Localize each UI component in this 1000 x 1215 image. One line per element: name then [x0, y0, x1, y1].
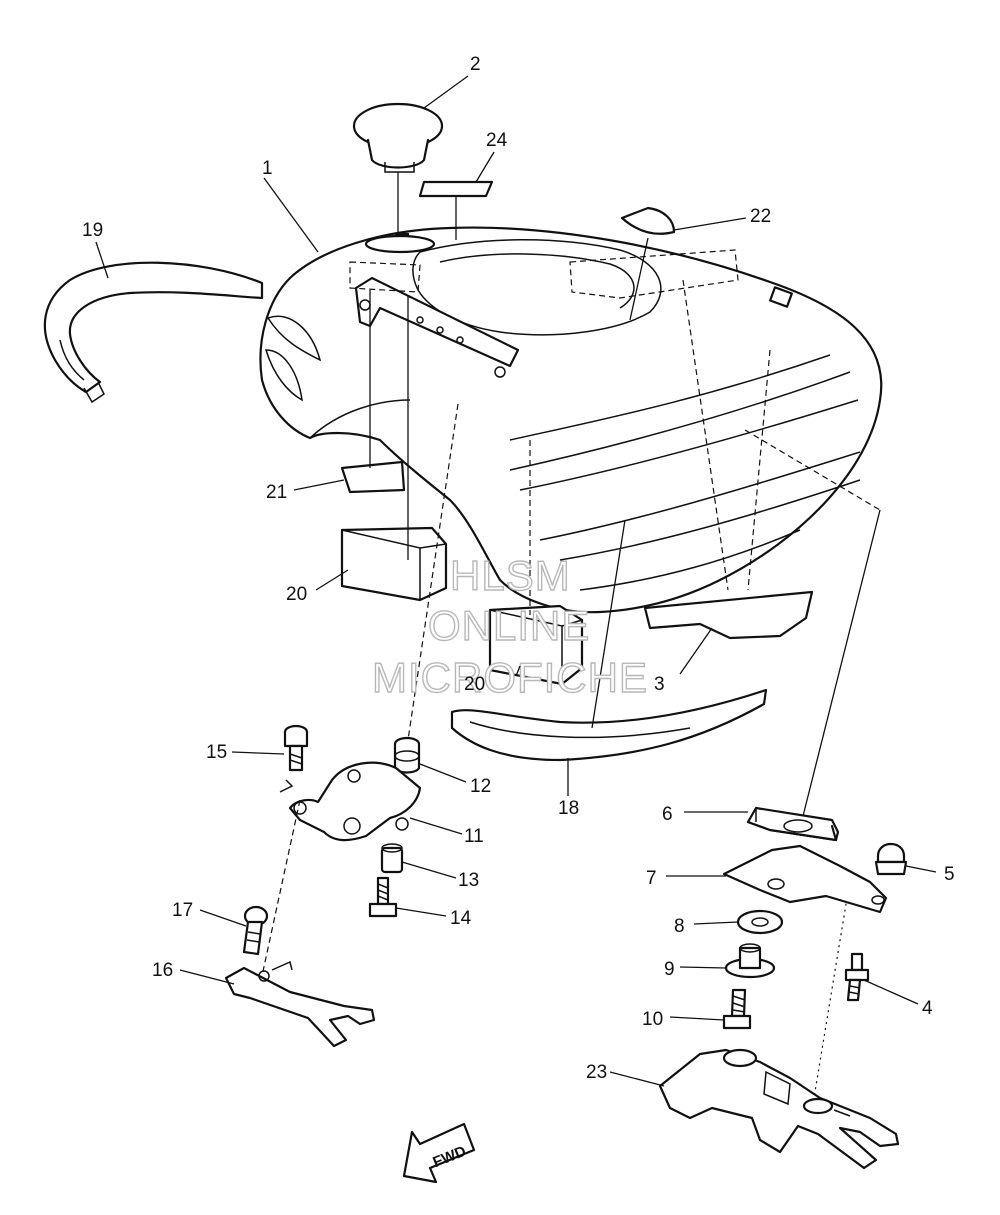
cap-nut-part	[874, 842, 908, 876]
stud-bolt-part	[844, 952, 870, 1002]
forward-direction-arrow: FWD	[402, 1122, 476, 1184]
callout-24: 24	[486, 130, 508, 151]
pad-part-lower	[488, 604, 584, 686]
watermark-line-3: MICROFICHE	[372, 654, 648, 701]
callout-15: 15	[206, 742, 227, 763]
callout-14: 14	[450, 908, 472, 929]
callout-22: 22	[750, 206, 771, 227]
bracket-part-11	[288, 761, 422, 842]
small-label-part	[340, 460, 406, 494]
callout-21: 21	[266, 482, 287, 503]
callout-9: 9	[664, 959, 675, 980]
bolt-part-17	[242, 905, 269, 956]
callout-20-upper: 20	[286, 584, 307, 605]
callout-6: 6	[662, 804, 673, 825]
bracket-part-16	[224, 799, 376, 1048]
washer-part	[736, 909, 784, 935]
callout-5: 5	[944, 864, 955, 885]
callout-18: 18	[558, 798, 579, 819]
lower-trim-part	[450, 688, 768, 762]
watermark: HLSM ONLINE MICROFICHE	[371, 551, 648, 701]
flanged-collar-part	[724, 943, 776, 979]
damper-part	[746, 806, 840, 842]
callout-4: 4	[922, 998, 933, 1019]
callout-23: 23	[586, 1062, 607, 1083]
callout-19: 19	[82, 220, 103, 241]
bolt-part-10	[722, 988, 752, 1030]
callout-7: 7	[646, 868, 657, 889]
pad-part-upper	[340, 526, 448, 602]
callout-17: 17	[172, 900, 193, 921]
collar-part	[380, 843, 404, 874]
callout-20-lower: 20	[464, 674, 485, 695]
callout-1: 1	[262, 158, 273, 179]
bracket-part-7	[722, 844, 888, 914]
side-label-part	[643, 590, 814, 640]
callout-8: 8	[674, 916, 685, 937]
bolt-part-15	[279, 724, 309, 793]
callout-3: 3	[654, 674, 665, 695]
base-bracket-part	[658, 1048, 900, 1170]
grommet-part	[393, 736, 421, 774]
callout-2: 2	[470, 54, 481, 75]
fuel-tank-part	[259, 226, 883, 614]
callout-11: 11	[464, 826, 484, 847]
trim-strip-part	[43, 261, 264, 404]
emblem-label-part	[620, 206, 676, 235]
callout-12: 12	[470, 776, 491, 797]
callout-13: 13	[458, 870, 479, 891]
bolt-part-14	[368, 876, 398, 918]
fuel-cap-part	[352, 102, 444, 236]
watermark-line-1: HLSM	[450, 552, 571, 599]
label-part-24	[418, 180, 494, 198]
callout-16: 16	[152, 960, 173, 981]
callout-10: 10	[642, 1009, 663, 1030]
callout-numbers: 1 2 3 4 5 6 7 8 9 10 11 12 13 14 15 16 1…	[82, 54, 955, 1083]
watermark-line-2: ONLINE	[428, 602, 590, 649]
leader-lines	[95, 75, 937, 1087]
